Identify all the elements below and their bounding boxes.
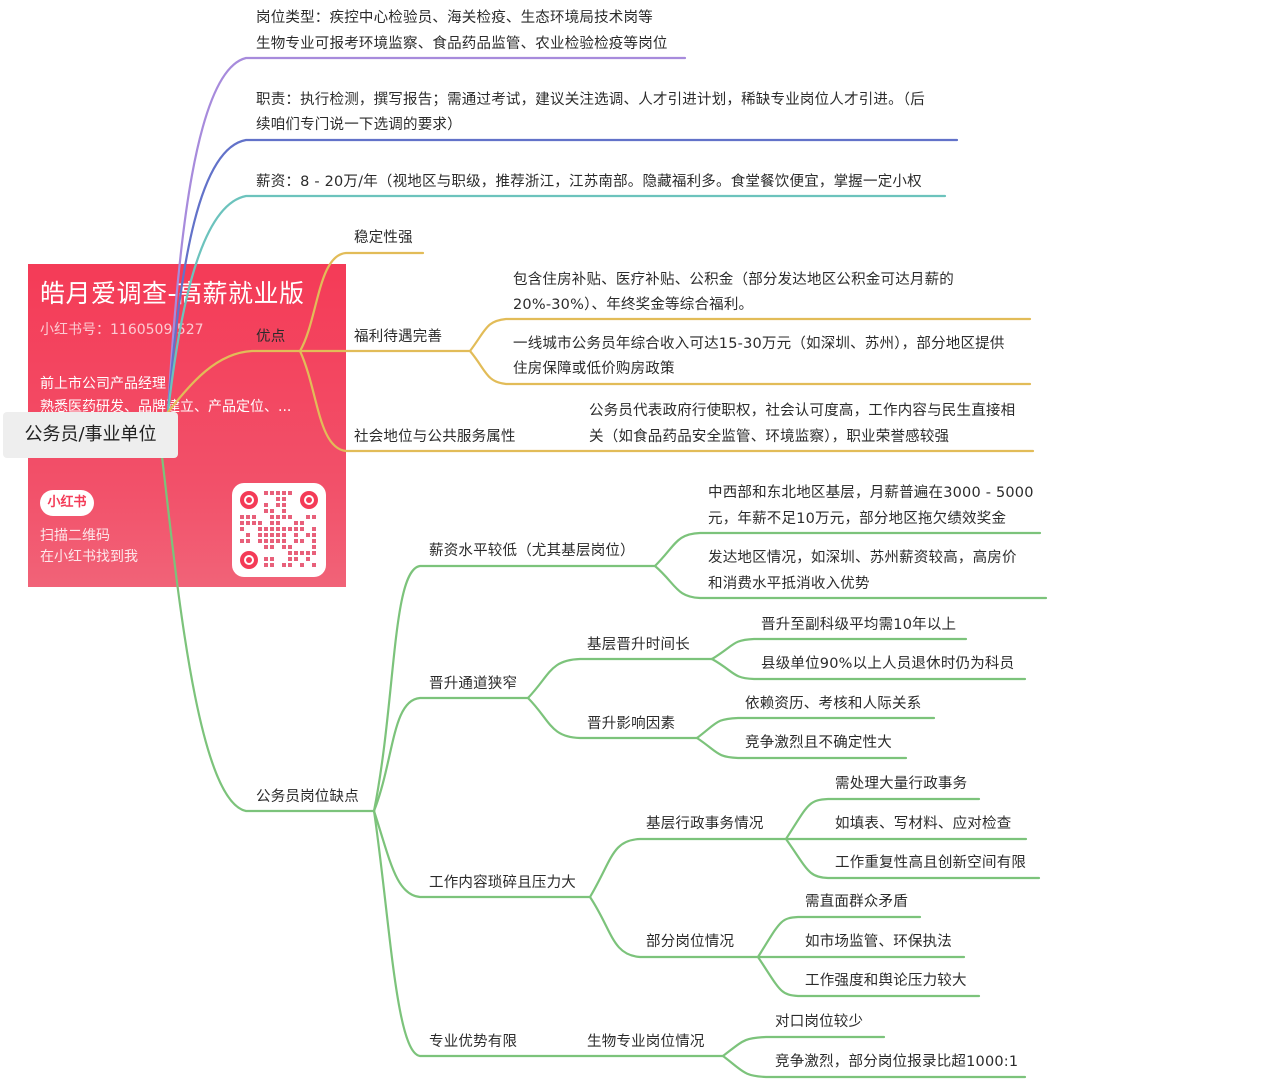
node-major-bio[interactable]: 生物专业岗位情况 bbox=[587, 1034, 705, 1050]
node-promotion-time-a[interactable]: 晋升至副科级平均需10年以上 bbox=[761, 617, 957, 633]
node-status[interactable]: 社会地位与公共服务属性 bbox=[354, 429, 516, 445]
node-job-type-line-1[interactable]: 岗位类型：疾控中心检验员、海关检疫、生态环境局技术岗等 bbox=[256, 10, 653, 26]
node-work-admin-c[interactable]: 工作重复性高且创新空间有限 bbox=[835, 855, 1027, 871]
node-pay-a-line-2[interactable]: 元，年薪不足10万元，部分地区拖欠绩效奖金 bbox=[708, 511, 1007, 527]
node-pay[interactable]: 薪资水平较低（尤其基层岗位） bbox=[429, 543, 635, 559]
node-promotion-factor-a[interactable]: 依赖资历、考核和人际关系 bbox=[745, 696, 922, 712]
node-pay-b-line-1[interactable]: 发达地区情况，如深圳、苏州薪资较高，高房价 bbox=[708, 550, 1017, 566]
node-work-post[interactable]: 部分岗位情况 bbox=[646, 934, 735, 950]
node-pros[interactable]: 优点 bbox=[256, 329, 286, 345]
node-status-line-1[interactable]: 公务员代表政府行使职权，社会认可度高，工作内容与民生直接相 bbox=[589, 403, 1016, 419]
node-work-admin-b[interactable]: 如填表、写材料、应对检查 bbox=[835, 816, 1012, 832]
node-promotion-time[interactable]: 基层晋升时间长 bbox=[587, 637, 690, 653]
qr-code[interactable] bbox=[232, 483, 326, 577]
node-work-post-c[interactable]: 工作强度和舆论压力较大 bbox=[805, 973, 967, 989]
node-work-post-a[interactable]: 需直面群众矛盾 bbox=[805, 894, 908, 910]
node-promotion-factor[interactable]: 晋升影响因素 bbox=[587, 716, 676, 732]
node-duty-line-1[interactable]: 职责：执行检测，撰写报告；需通过考试，建议关注选调、人才引进计划，稀缺专业岗位人… bbox=[256, 92, 925, 108]
node-status-line-2[interactable]: 关（如食品药品安全监管、环境监察），职业荣誉感较强 bbox=[589, 429, 950, 445]
node-major[interactable]: 专业优势有限 bbox=[429, 1034, 518, 1050]
node-work-admin[interactable]: 基层行政事务情况 bbox=[646, 816, 764, 832]
node-workload[interactable]: 工作内容琐碎且压力大 bbox=[429, 875, 576, 891]
card-title: 皓月爱调查-高薪就业版 bbox=[40, 279, 305, 308]
branch-line-work-admin bbox=[588, 837, 788, 899]
branch-line-promo-time bbox=[526, 657, 714, 700]
branch-line-promo bbox=[372, 696, 530, 813]
card-scan-line-1: 扫描二维码 bbox=[40, 528, 110, 544]
node-promotion-time-b[interactable]: 县级单位90%以上人员退休时仍为科员 bbox=[761, 656, 1015, 672]
node-work-admin-a[interactable]: 需处理大量行政事务 bbox=[835, 776, 968, 792]
node-welfare-b-line-2[interactable]: 住房保障或低价购房政策 bbox=[513, 361, 675, 377]
card-bio-line-1: 前上市公司产品经理 bbox=[40, 376, 166, 392]
node-cons[interactable]: 公务员岗位缺点 bbox=[256, 789, 359, 805]
card-scan-line-2: 在小红书找到我 bbox=[40, 549, 138, 565]
node-promotion-factor-b[interactable]: 竞争激烈且不确定性大 bbox=[745, 735, 892, 751]
node-pay-a-line-1[interactable]: 中西部和东北地区基层，月薪普遍在3000 - 5000 bbox=[708, 485, 1034, 501]
node-welfare-a-line-1[interactable]: 包含住房补贴、医疗补贴、公积金（部分发达地区公积金可达月薪的 bbox=[513, 272, 954, 288]
node-welfare[interactable]: 福利待遇完善 bbox=[354, 329, 443, 345]
node-major-bio-a[interactable]: 对口岗位较少 bbox=[775, 1014, 864, 1030]
node-pay-b-line-2[interactable]: 和消费水平抵消收入优势 bbox=[708, 576, 870, 592]
node-major-bio-b[interactable]: 竞争激烈，部分岗位报录比超1000:1 bbox=[775, 1054, 1019, 1070]
node-job-type-line-2[interactable]: 生物专业可报考环境监察、食品药品监管、农业检验检疫等岗位 bbox=[256, 36, 668, 52]
root-node[interactable]: 公务员/事业单位 bbox=[3, 412, 178, 458]
node-duty-line-2[interactable]: 续咱们专门说一下选调的要求） bbox=[256, 117, 462, 133]
node-stable[interactable]: 稳定性强 bbox=[354, 230, 413, 246]
card-scan-text: 扫描二维码 在小红书找到我 bbox=[40, 526, 138, 568]
node-welfare-a-line-2[interactable]: 20%-30%）、年终奖金等综合福利。 bbox=[513, 297, 754, 313]
xiaohongshu-logo: 小红书 bbox=[40, 490, 94, 516]
node-promotion[interactable]: 晋升通道狭窄 bbox=[429, 676, 518, 692]
node-welfare-b-line-1[interactable]: 一线城市公务员年综合收入可达15-30万元（如深圳、苏州），部分地区提供 bbox=[513, 336, 1005, 352]
node-salary[interactable]: 薪资：8 - 20万/年（视地区与职级，推荐浙江，江苏南部。隐藏福利多。食堂餐饮… bbox=[256, 174, 922, 190]
card-account-id: 小红书号：1160509 527 bbox=[40, 322, 204, 338]
qr-code-icon bbox=[240, 491, 318, 569]
node-work-post-b[interactable]: 如市场监管、环保执法 bbox=[805, 934, 952, 950]
